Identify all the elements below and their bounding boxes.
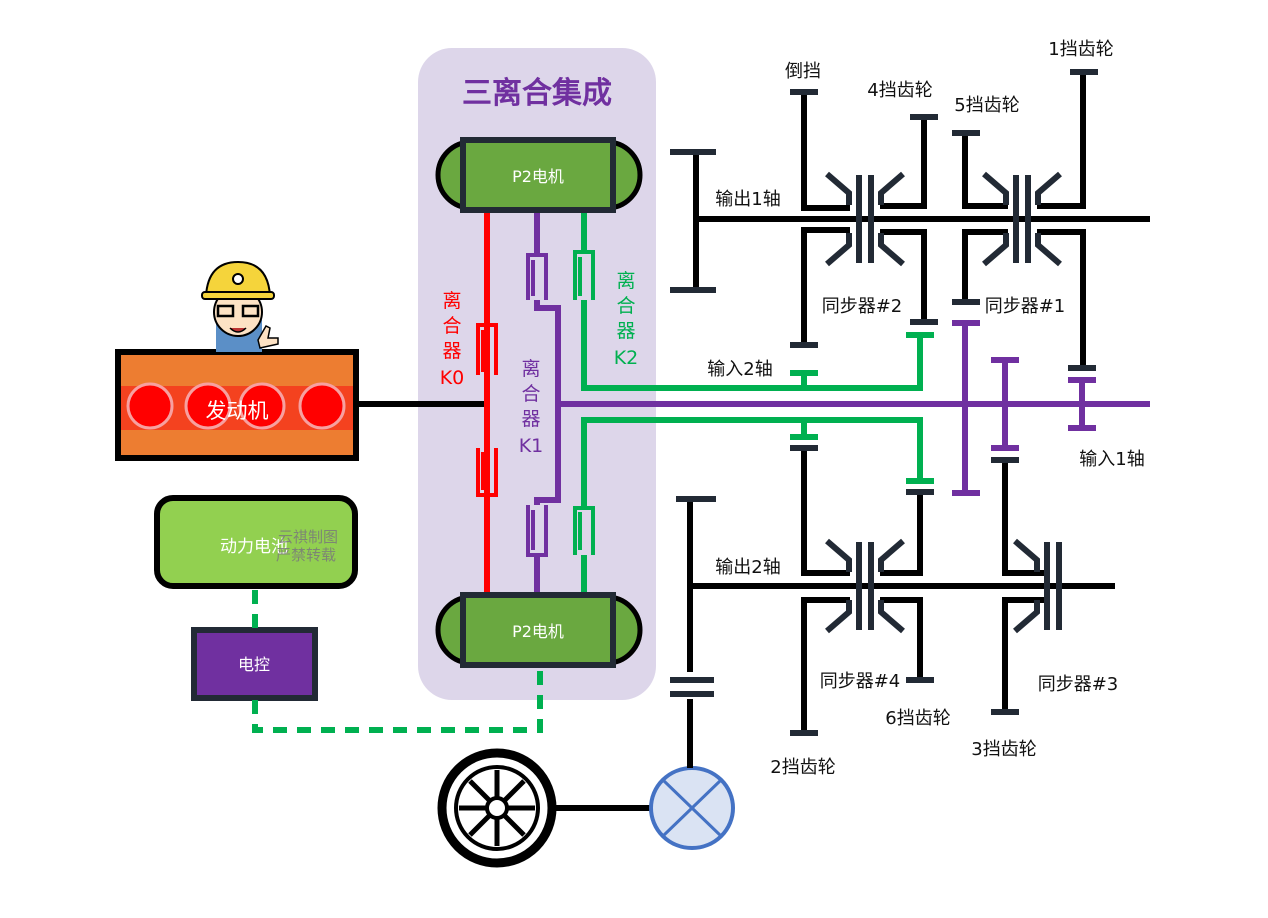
panel-title: 三离合集成 bbox=[462, 76, 612, 111]
label-output-shaft-2: 输出2轴 bbox=[715, 557, 780, 578]
svg-text:合: 合 bbox=[616, 295, 635, 317]
label-sync1: 同步器#1 bbox=[985, 296, 1066, 317]
label-gear5: 5挡齿轮 bbox=[954, 95, 1019, 116]
label-gear2: 2挡齿轮 bbox=[770, 757, 835, 778]
svg-text:K2: K2 bbox=[614, 347, 639, 369]
clutch-k2 bbox=[573, 210, 923, 595]
svg-text:器: 器 bbox=[616, 320, 635, 342]
electrical-connection bbox=[252, 590, 543, 733]
synchronizer-3 bbox=[1013, 538, 1062, 634]
svg-text:离: 离 bbox=[442, 290, 461, 312]
label-sync4: 同步器#4 bbox=[820, 671, 901, 692]
svg-text:发动机: 发动机 bbox=[206, 399, 269, 423]
label-input-shaft-2: 输入2轴 bbox=[707, 359, 772, 380]
svg-text:器: 器 bbox=[442, 340, 461, 362]
clutch-k1-label: 离 合 器 K1 bbox=[519, 358, 544, 457]
synchronizer-4 bbox=[825, 538, 905, 634]
label-reverse-gear: 倒挡 bbox=[785, 61, 821, 82]
svg-text:K1: K1 bbox=[519, 435, 544, 457]
svg-text:P2电机: P2电机 bbox=[512, 622, 564, 641]
clutch-k2-label: 离 合 器 K2 bbox=[614, 270, 639, 369]
engineer-avatar bbox=[201, 260, 279, 352]
label-sync3: 同步器#3 bbox=[1038, 674, 1119, 695]
label-gear6: 6挡齿轮 bbox=[885, 708, 950, 729]
p2-motor-bottom: P2电机 bbox=[435, 592, 643, 668]
gears-output2 bbox=[801, 448, 1048, 733]
power-battery: 动力电池 bbox=[154, 495, 358, 589]
input1-gears bbox=[952, 320, 1096, 496]
clutch-k1 bbox=[526, 210, 1150, 595]
svg-text:离: 离 bbox=[521, 358, 540, 380]
svg-text:云祺制图: 云祺制图 bbox=[278, 528, 338, 546]
svg-text:电控: 电控 bbox=[238, 655, 270, 674]
svg-text:K0: K0 bbox=[440, 367, 465, 389]
label-gear3: 3挡齿轮 bbox=[971, 739, 1036, 760]
label-gear1: 1挡齿轮 bbox=[1048, 39, 1113, 60]
clutch-k0-label: 离 合 器 K0 bbox=[440, 290, 465, 389]
gears-output1 bbox=[801, 72, 1086, 368]
svg-text:器: 器 bbox=[521, 408, 540, 430]
motor-controller: 电控 bbox=[191, 627, 318, 701]
svg-text:合: 合 bbox=[442, 315, 461, 337]
label-sync2: 同步器#2 bbox=[822, 296, 903, 317]
output-shaft-1 bbox=[670, 149, 1150, 293]
svg-text:动力电池: 动力电池 bbox=[220, 537, 288, 557]
p2-motor-top: P2电机 bbox=[435, 137, 643, 213]
svg-text:严禁转载: 严禁转载 bbox=[276, 546, 336, 564]
watermark: 云祺制图 严禁转载 bbox=[276, 528, 338, 564]
wheel-icon bbox=[437, 748, 557, 868]
svg-text:P2电机: P2电机 bbox=[512, 167, 564, 186]
clutch-k0 bbox=[476, 210, 498, 595]
synchronizer-2 bbox=[825, 171, 905, 267]
engine: 发动机 bbox=[115, 349, 359, 461]
label-output-shaft-1: 输出1轴 bbox=[715, 189, 780, 210]
svg-text:离: 离 bbox=[616, 270, 635, 292]
svg-text:合: 合 bbox=[521, 383, 540, 405]
gear-caps bbox=[790, 69, 1098, 736]
final-drive-gear bbox=[670, 496, 716, 768]
input2-gears bbox=[790, 332, 934, 484]
differential bbox=[649, 766, 735, 850]
label-input-shaft-1: 输入1轴 bbox=[1079, 449, 1144, 470]
label-gear4: 4挡齿轮 bbox=[867, 80, 932, 101]
synchronizer-1 bbox=[982, 171, 1062, 267]
